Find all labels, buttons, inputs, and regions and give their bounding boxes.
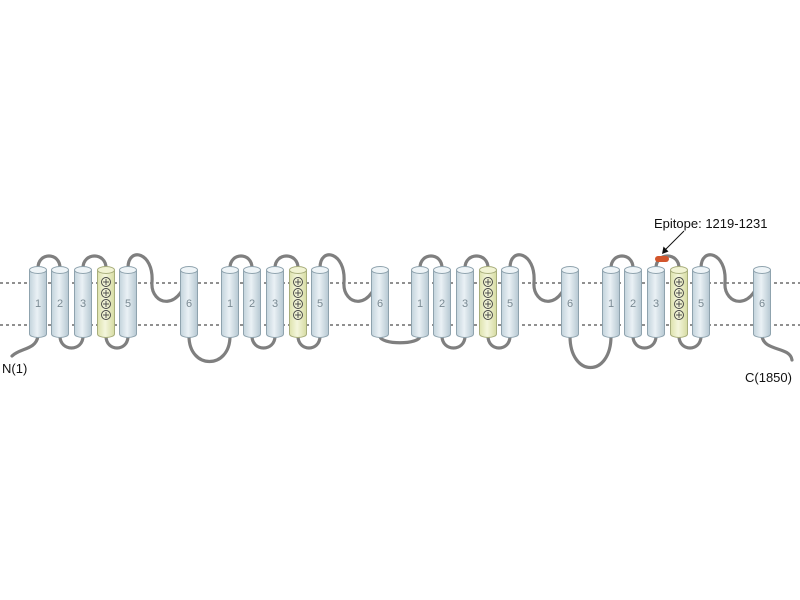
- epitope-marker: Epitope: 1219-1231: [654, 216, 767, 262]
- domain-4-segment-5: 5: [692, 266, 710, 338]
- domain-1-segment-6: 6: [180, 266, 198, 338]
- domain-1-loop-1: [36, 254, 62, 270]
- domain-4-segment-2: 2: [624, 266, 642, 338]
- domain-3-loop-1: [418, 254, 444, 270]
- domain-3-loop-3: [463, 254, 490, 270]
- domain-4-segment-1: 1: [602, 266, 620, 338]
- domain-2-loop-1: [228, 254, 254, 270]
- domain-2-segment-4: [289, 266, 307, 338]
- domain-3-segment-6: 6: [561, 266, 579, 338]
- domain-4-loop-4: [677, 334, 703, 350]
- domain-4-segment-6: 6: [753, 266, 771, 338]
- domain-3-segment-1: 1: [411, 266, 429, 338]
- segment-number: 6: [567, 298, 573, 310]
- positive-charges: [101, 277, 111, 320]
- n-terminus-label: N(1): [2, 361, 27, 376]
- segment-number: 1: [608, 298, 614, 310]
- domain-1-segment-5: 5: [119, 266, 137, 338]
- domain-4-loop-1: [609, 254, 635, 270]
- segment-number: 6: [759, 298, 765, 310]
- segment-number: 5: [125, 298, 131, 310]
- connecting-loops: [10, 253, 794, 370]
- domain-2-loop-2: [250, 334, 277, 350]
- transmembrane-segments: 1 2 3 5 6 1 2 3 5 6 1 2 3 5 6 1 2 3 5 6: [29, 266, 771, 338]
- epitope-label: Epitope: 1219-1231: [654, 216, 767, 231]
- linker-1-2: [187, 334, 232, 363]
- domain-2-segment-6: 6: [371, 266, 389, 338]
- domain-1-segment-1: 1: [29, 266, 47, 338]
- domain-3-segment-5: 5: [501, 266, 519, 338]
- segment-number: 1: [35, 298, 41, 310]
- domain-2-loop-5: [318, 253, 382, 303]
- segment-number: 2: [57, 298, 63, 310]
- linker-3-4: [568, 334, 613, 370]
- domain-1-loop-2: [58, 334, 85, 350]
- c-terminal-tail: [760, 334, 794, 362]
- positive-charges: [483, 277, 493, 320]
- domain-3-segment-3: 3: [456, 266, 474, 338]
- domain-2-segment-1: 1: [221, 266, 239, 338]
- linker-2-3: [378, 334, 422, 345]
- segment-number: 6: [377, 298, 383, 310]
- positive-charges: [674, 277, 684, 320]
- positive-charges: [293, 277, 303, 320]
- domain-4-loop-5: [699, 253, 764, 303]
- domain-4-loop-3: [654, 254, 681, 270]
- segment-number: 6: [186, 298, 192, 310]
- domain-3-loop-2: [440, 334, 467, 350]
- domain-3-loop-4: [486, 334, 512, 350]
- domain-1-loop-3: [81, 254, 108, 270]
- domain-1-segment-2: 2: [51, 266, 69, 338]
- domain-2-loop-4: [296, 334, 322, 350]
- domain-1-segment-4: [97, 266, 115, 338]
- epitope-highlight: [655, 256, 669, 262]
- domain-3-segment-2: 2: [433, 266, 451, 338]
- c-terminus-label: C(1850): [745, 370, 792, 385]
- epitope-arrow: [663, 230, 685, 252]
- segment-number: 1: [227, 298, 233, 310]
- domain-3-loop-5: [508, 253, 572, 303]
- segment-number: 5: [317, 298, 323, 310]
- domain-2-loop-3: [273, 254, 300, 270]
- domain-1-loop-4: [104, 334, 130, 350]
- domain-4-segment-3: 3: [647, 266, 665, 338]
- domain-2-segment-3: 3: [266, 266, 284, 338]
- segment-number: 3: [653, 298, 659, 310]
- segment-number: 3: [462, 298, 468, 310]
- domain-1-segment-3: 3: [74, 266, 92, 338]
- segment-number: 5: [507, 298, 513, 310]
- segment-number: 2: [249, 298, 255, 310]
- domain-1-loop-5: [126, 253, 191, 303]
- domain-2-segment-2: 2: [243, 266, 261, 338]
- segment-number: 3: [272, 298, 278, 310]
- epitope-arrow-head: [662, 246, 669, 254]
- n-terminal-tail: [10, 334, 40, 358]
- domain-2-segment-5: 5: [311, 266, 329, 338]
- segment-number: 1: [417, 298, 423, 310]
- domain-4-segment-4: [670, 266, 688, 338]
- segment-number: 5: [698, 298, 704, 310]
- domain-4-loop-2: [631, 334, 658, 350]
- domain-3-segment-4: [479, 266, 497, 338]
- segment-number: 2: [630, 298, 636, 310]
- segment-number: 3: [80, 298, 86, 310]
- segment-number: 2: [439, 298, 445, 310]
